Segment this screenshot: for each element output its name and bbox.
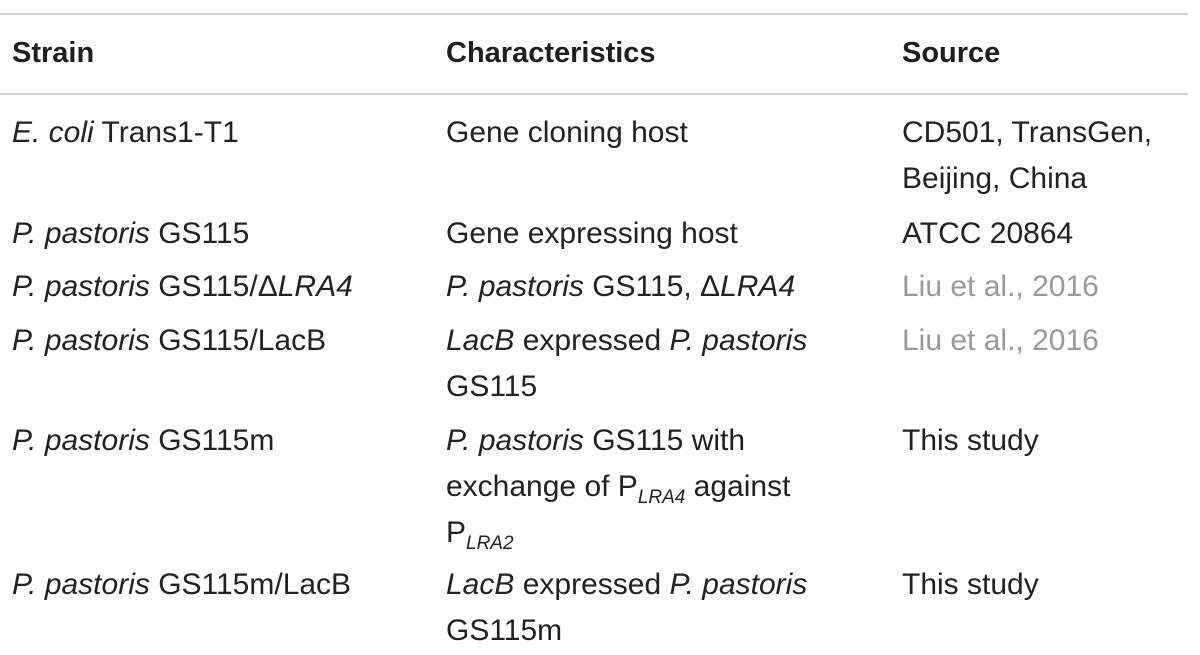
top-rule: [0, 13, 1188, 15]
characteristics-cell: Gene cloning host: [446, 116, 688, 149]
header-characteristics: Characteristics: [446, 37, 656, 69]
header-source: Source: [902, 37, 1001, 69]
source-citation-link[interactable]: Liu et al., 2016: [902, 270, 1099, 303]
strain-cell: P. pastoris GS115/LacB: [12, 324, 327, 357]
source-cell: This study: [902, 424, 1039, 457]
characteristics-cell: P. pastoris GS115, ΔLRA4: [446, 270, 796, 303]
characteristics-cell: LacB expressed P. pastoris GS115: [446, 324, 808, 403]
strain-cell: P. pastoris GS115m/LacB: [12, 568, 352, 601]
strain-cell: P. pastoris GS115m: [12, 424, 275, 457]
source-cell: CD501, TransGen, Beijing, China: [902, 116, 1153, 195]
strain-cell: P. pastoris GS115/ΔLRA4: [12, 270, 353, 303]
header-rule: [0, 93, 1188, 95]
source-citation-link[interactable]: Liu et al., 2016: [902, 324, 1099, 357]
header-strain: Strain: [12, 37, 95, 69]
strain-cell: P. pastoris GS115: [12, 217, 250, 250]
source-cell: ATCC 20864: [902, 217, 1074, 250]
source-cell: This study: [902, 568, 1039, 601]
characteristics-cell: LacB expressed P. pastoris GS115m: [446, 568, 808, 647]
characteristics-cell: Gene expressing host: [446, 217, 738, 250]
strain-cell: E. coli Trans1-T1: [12, 116, 239, 149]
characteristics-cell: P. pastoris GS115 with exchange of PLRA4…: [446, 424, 791, 554]
